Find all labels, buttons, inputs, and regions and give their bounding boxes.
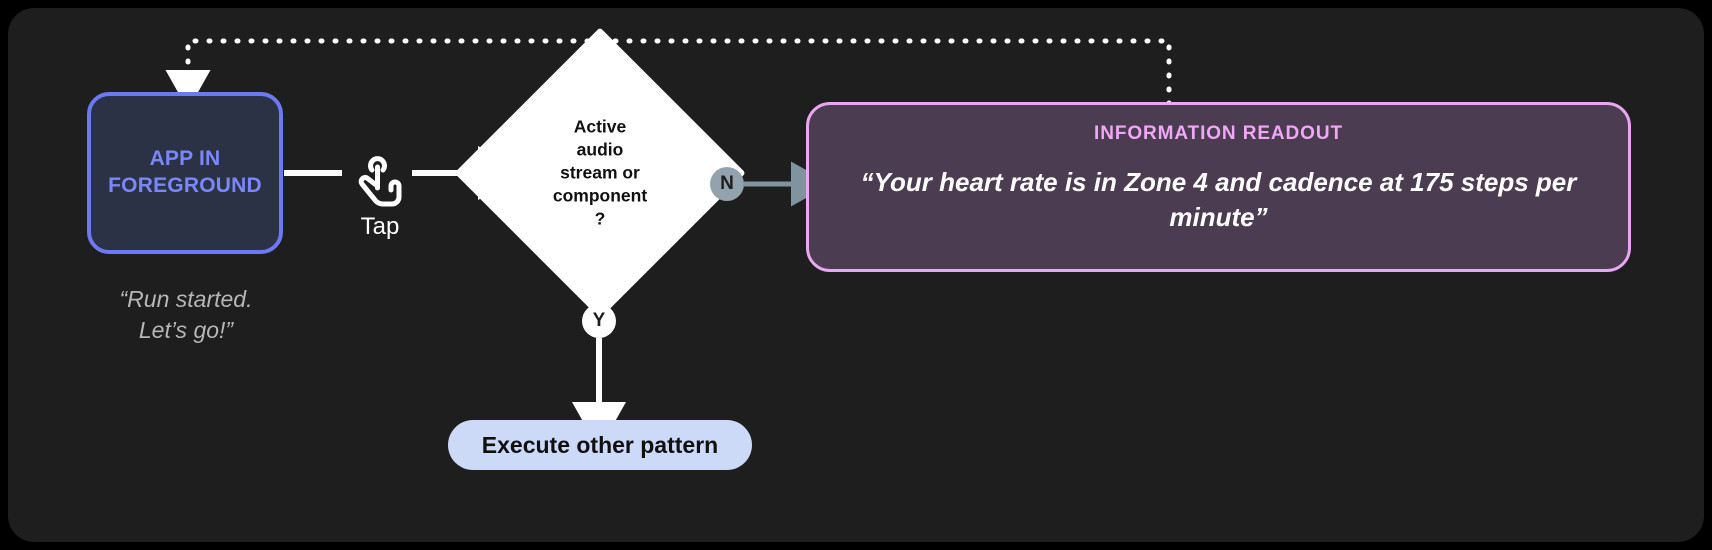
branch-badge-yes-label: Y	[592, 310, 606, 331]
execute-pattern-label: Execute other pattern	[481, 431, 719, 458]
branch-badge-no: N	[710, 167, 744, 201]
branch-badge-no-label: N	[720, 173, 734, 194]
node-information-readout[interactable]: INFORMATION READOUT “Your heart rate is …	[806, 102, 1631, 272]
tap-gesture-icon	[358, 156, 402, 207]
connector-layer	[165, 38, 1172, 450]
readout-title: INFORMATION READOUT	[1094, 123, 1343, 144]
node-app-caption: “Run started. Let’s go!”	[119, 286, 253, 344]
tap-gesture-label: Tap	[360, 213, 400, 240]
node-decision-audio-stream[interactable]: Active audio stream or component ?	[454, 27, 746, 319]
diagram-board: APP IN FOREGROUND “Run started. Let’s go…	[8, 8, 1704, 542]
branch-badge-yes: Y	[582, 304, 616, 338]
node-app-label: APP IN FOREGROUND	[108, 147, 262, 197]
decision-label: Active audio stream or component ?	[552, 116, 648, 229]
connector-feedback-loop	[165, 38, 1172, 110]
node-execute-other-pattern[interactable]: Execute other pattern	[448, 420, 752, 470]
readout-body: “Your heart rate is in Zone 4 and cadenc…	[860, 167, 1577, 233]
node-app-in-foreground[interactable]: APP IN FOREGROUND	[87, 92, 283, 254]
